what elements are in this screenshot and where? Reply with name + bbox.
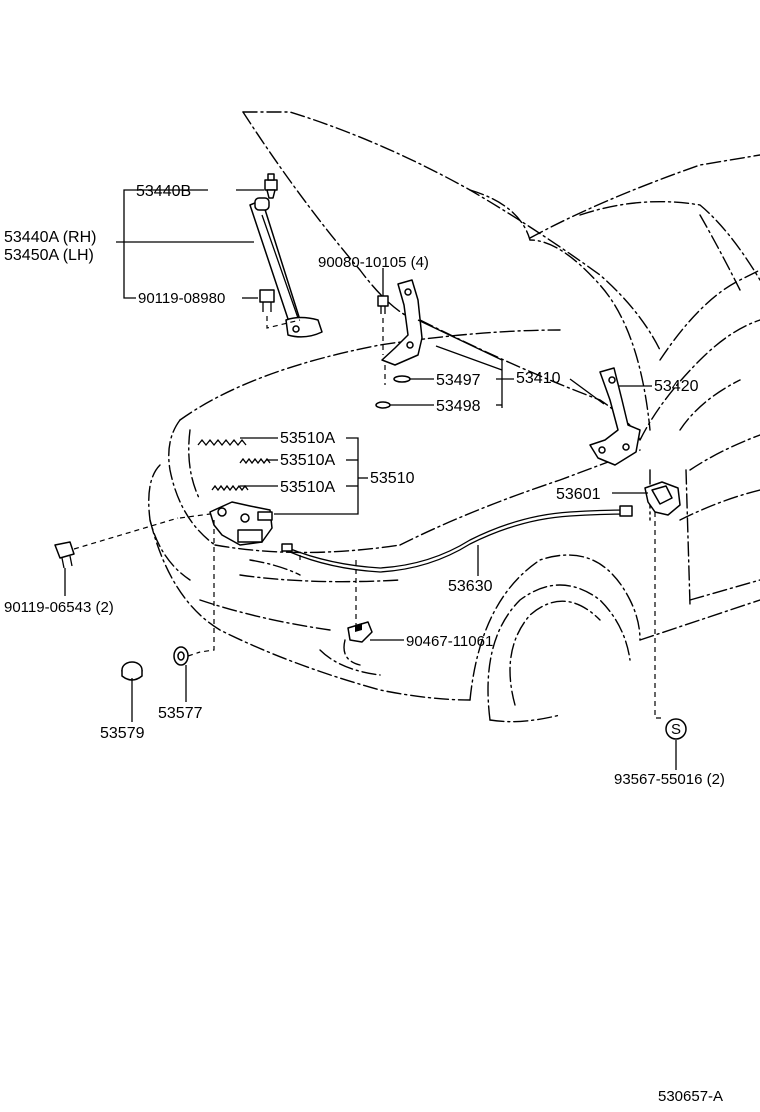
label-53440B: 53440B: [136, 183, 191, 200]
drawing-id: 530657-A: [658, 1088, 723, 1105]
label-90080-10105: 90080-10105 (4): [318, 254, 429, 271]
label-93567-55016: 93567-55016 (2): [614, 771, 725, 788]
hood-hinge-rh-icon: [377, 279, 423, 385]
label-53510A-1: 53510A: [280, 430, 335, 447]
washer-53498-icon: [375, 401, 391, 409]
leader-lines: [64, 189, 677, 770]
car-body-outline: [148, 111, 760, 723]
hood-hinge-lh-icon: [589, 367, 641, 466]
label-53410: 53410: [516, 370, 561, 387]
ball-stud-icon: [264, 173, 278, 199]
spring-icon-1: [197, 438, 247, 447]
label-53420: 53420: [654, 378, 699, 395]
label-53497: 53497: [436, 372, 481, 389]
release-lever-icon: [644, 481, 681, 719]
label-90119-08980: 90119-08980: [138, 290, 225, 307]
label-90467-11061: 90467-11061: [406, 633, 493, 650]
washer-53497-icon: [393, 375, 411, 383]
label-53510: 53510: [370, 470, 415, 487]
s-symbol-text: S: [671, 721, 681, 738]
bolt-icon-90119-06543: [54, 517, 179, 569]
label-53510A-3: 53510A: [280, 479, 335, 496]
label-53510A-2: 53510A: [280, 452, 335, 469]
label-53498: 53498: [436, 398, 481, 415]
label-90119-06543: 90119-06543 (2): [4, 599, 114, 616]
bumper-cushion-icon-53579: [121, 661, 143, 681]
clip-icon-90467-11061: [347, 621, 373, 643]
gas-stay-strut-icon: [249, 197, 323, 338]
label-53630: 53630: [448, 578, 493, 595]
s-symbol-icon: S: [665, 718, 687, 740]
spring-icon-3: [211, 484, 249, 492]
label-53577: 53577: [158, 705, 203, 722]
grommet-icon-53577: [173, 646, 201, 666]
label-53601: 53601: [556, 486, 601, 503]
hood-lock-latch-icon: [179, 501, 273, 653]
release-cable-icon: [281, 505, 633, 628]
label-53450A: 53450A (LH): [4, 247, 94, 264]
spring-icon-2: [239, 457, 271, 465]
bolt-icon-90119-08980: [259, 289, 301, 329]
label-53440A: 53440A (RH): [4, 229, 97, 246]
label-53579: 53579: [100, 725, 145, 742]
